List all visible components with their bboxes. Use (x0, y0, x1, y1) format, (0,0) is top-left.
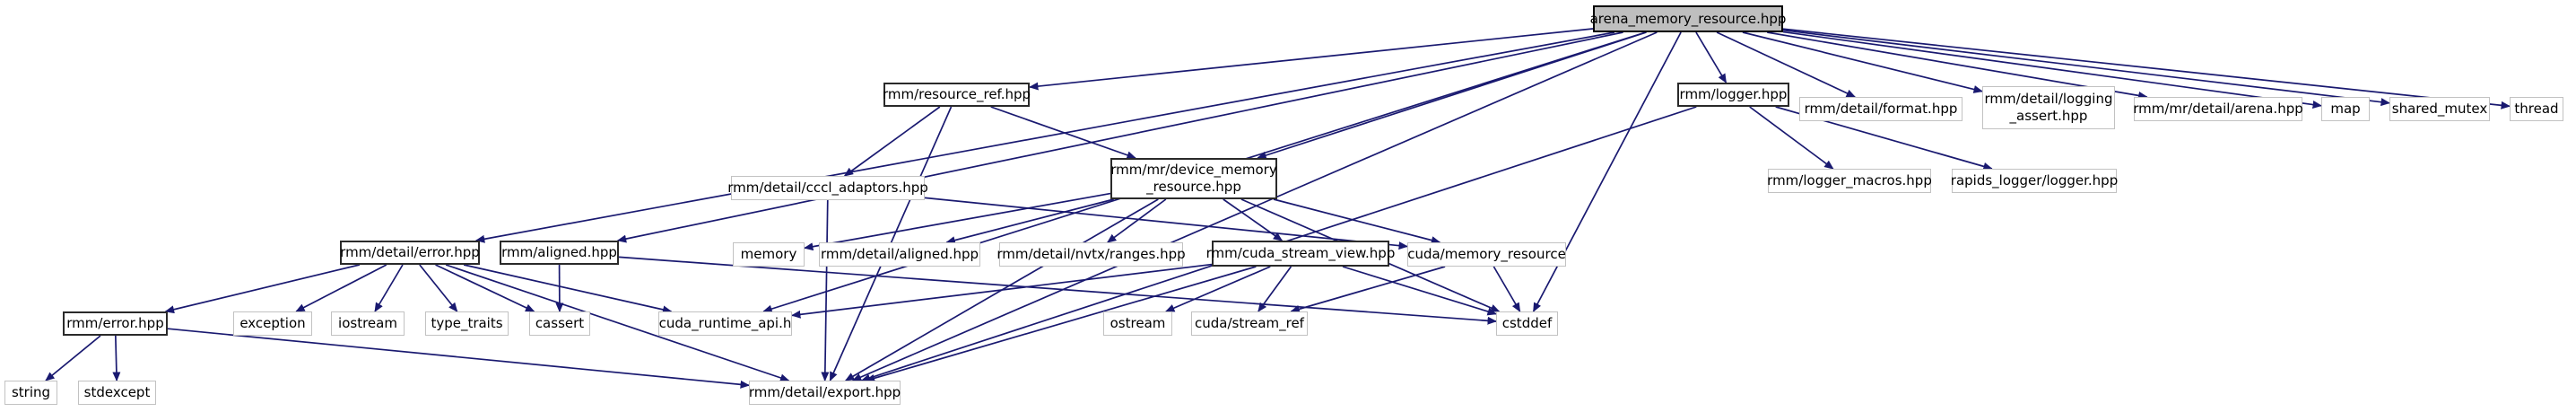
node-logger[interactable]: rmm/logger.hpp (1677, 83, 1789, 107)
node-cassert: cassert (529, 311, 590, 336)
node-rmm-error[interactable]: rmm/error.hpp (63, 311, 168, 336)
edge-rmm-error-to-export (167, 328, 750, 389)
node-cuda-stream-view[interactable]: rmm/cuda_stream_view.hpp (1206, 241, 1395, 267)
node-resource-ref[interactable]: rmm/resource_ref.hpp (883, 83, 1031, 107)
node-arena-detail: rmm/mr/detail/arena.hpp (2133, 97, 2303, 121)
edge-aligned-to-cstddef (618, 256, 1497, 325)
edge-detail-error-to-exception (295, 264, 387, 312)
node-cuda-stream-ref: cuda/stream_ref (1191, 311, 1308, 336)
edge-detail-error-to-cuda-runtime-api (463, 264, 673, 314)
edge-arena-memory-resource-to-logging-assert (1742, 31, 1983, 93)
edge-cuda-stream-view-to-cuda-runtime-api (791, 263, 1213, 319)
node-logger-macros: rmm/logger_macros.hpp (1767, 169, 1932, 193)
node-detail-error[interactable]: rmm/detail/error.hpp (340, 241, 480, 265)
edge-detail-error-to-export (445, 264, 790, 382)
edge-cccl-adaptors-to-cuda-memory-resource (924, 197, 1408, 250)
edge-detail-error-to-cassert (435, 264, 535, 312)
node-stdexcept: stdexcept (78, 381, 156, 405)
node-format: rmm/detail/format.hpp (1799, 97, 1962, 121)
node-export: rmm/detail/export.hpp (749, 381, 901, 405)
node-cuda-memory-resource: cuda/memory_resource (1407, 242, 1566, 267)
edge-cuda-memory-resource-to-cstddef (1493, 266, 1521, 312)
node-iostream: iostream (331, 311, 405, 336)
edge-device-memory-resource-to-memory (804, 192, 1111, 251)
edge-cuda-memory-resource-to-cuda-stream-ref (1290, 266, 1446, 313)
edge-arena-memory-resource-to-detail-error (474, 31, 1615, 243)
edge-detail-error-to-iostream (374, 264, 404, 312)
node-logging-assert: rmm/detail/logging _assert.hpp (1982, 86, 2115, 129)
node-detail-aligned: rmm/detail/aligned.hpp (819, 242, 980, 267)
node-aligned[interactable]: rmm/aligned.hpp (500, 241, 619, 265)
edge-rmm-error-to-stdexcept (112, 335, 121, 381)
node-shared-mutex: shared_mutex (2389, 97, 2490, 121)
edge-arena-memory-resource-to-shared-mutex (1782, 29, 2390, 107)
edge-arena-memory-resource-to-aligned (616, 31, 1623, 243)
edge-arena-memory-resource-to-format (1716, 31, 1857, 98)
node-memory: memory (733, 242, 805, 267)
node-cstddef: cstddef (1496, 311, 1558, 336)
node-cccl-adaptors: rmm/detail/cccl_adaptors.hpp (727, 176, 928, 200)
node-rapids-logger: rapids_logger/logger.hpp (1951, 169, 2118, 193)
node-arena-memory-resource: arena_memory_resource.hpp (1590, 5, 1786, 32)
edge-resource-ref-to-cccl-adaptors (843, 106, 941, 177)
edge-device-memory-resource-to-detail-aligned (945, 198, 1114, 244)
edge-cuda-stream-view-to-export (865, 266, 1257, 382)
edge-arena-memory-resource-to-map (1782, 31, 2322, 109)
edge-arena-memory-resource-to-export (851, 31, 1658, 381)
node-string: string (4, 381, 57, 405)
edge-arena-memory-resource-to-thread (1782, 28, 2511, 110)
node-ostream: ostream (1103, 311, 1172, 336)
edge-detail-error-to-type-traits (419, 264, 458, 312)
node-nvtx-ranges: rmm/detail/nvtx/ranges.hpp (996, 242, 1186, 267)
edge-resource-ref-to-device-memory-resource (990, 106, 1136, 160)
node-thread: thread (2510, 97, 2563, 121)
edge-detail-error-to-rmm-error (164, 264, 361, 314)
node-map: map (2321, 97, 2370, 121)
node-cuda-runtime-api: cuda_runtime_api.h (658, 311, 792, 336)
edge-arena-memory-resource-to-logger (1695, 31, 1727, 83)
edge-arena-memory-resource-to-resource-ref (1029, 28, 1594, 91)
edge-device-memory-resource-to-nvtx-ranges (1106, 198, 1167, 243)
edge-logger-to-logger-macros (1749, 106, 1834, 170)
node-type-traits: type_traits (425, 311, 509, 336)
edge-arena-memory-resource-to-cstddef (1532, 31, 1682, 312)
edge-device-memory-resource-to-cuda-stream-view (1223, 198, 1284, 241)
node-exception: exception (233, 311, 312, 336)
edge-cccl-adaptors-to-export (821, 199, 830, 381)
edge-cuda-stream-view-to-cuda-stream-ref (1258, 266, 1292, 312)
edge-cuda-stream-view-to-ostream (1164, 266, 1271, 312)
edge-device-memory-resource-to-cuda-memory-resource (1273, 198, 1441, 244)
edge-rmm-error-to-string (45, 335, 101, 381)
edge-cuda-stream-view-to-cstddef (1342, 266, 1497, 316)
node-device-memory-resource[interactable]: rmm/mr/device_memory _resource.hpp (1110, 158, 1277, 199)
